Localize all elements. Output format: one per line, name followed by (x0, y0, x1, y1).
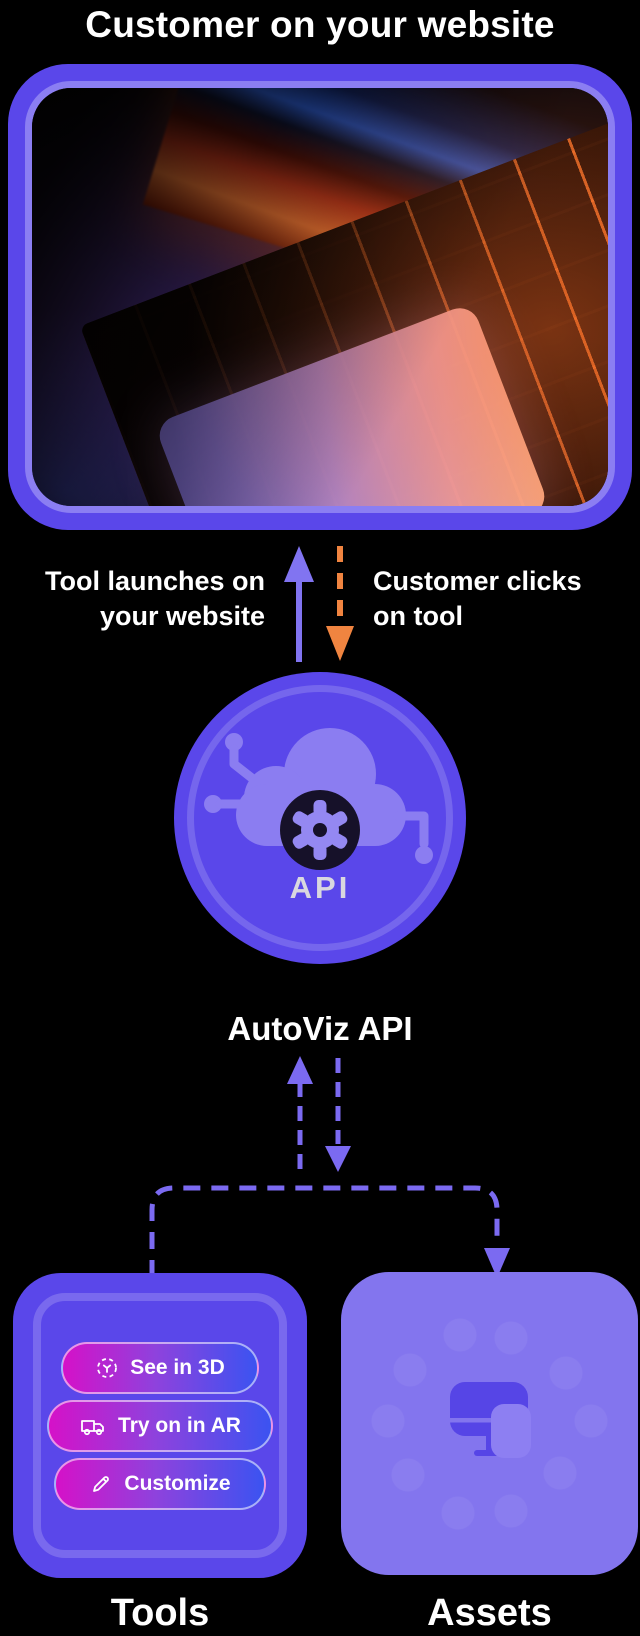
see-in-3d-button[interactable]: See in 3D (61, 1342, 259, 1394)
assets-label: Assets (427, 1592, 552, 1634)
photo-vignette (32, 88, 608, 506)
rotate-3d-icon (97, 1358, 118, 1378)
dashed-down-arrow-icon (325, 1058, 351, 1172)
label-customer-clicks: Customer clicks on tool (373, 564, 623, 634)
dashed-up-arrow-icon (287, 1056, 313, 1170)
page-title: Customer on your website (85, 4, 555, 45)
button-label: Customize (124, 1472, 231, 1495)
button-label: See in 3D (130, 1356, 225, 1379)
solid-up-arrow-icon (284, 546, 314, 662)
customize-button[interactable]: Customize (54, 1458, 266, 1510)
api-node: API (174, 672, 466, 964)
label-tool-launches-line2: your website (99, 601, 265, 631)
try-on-in-ar-button[interactable]: Try on in AR (47, 1400, 273, 1452)
label-customer-clicks-line1: Customer clicks (373, 566, 582, 596)
assets-box (341, 1272, 638, 1575)
dashed-split-connector (149, 1185, 510, 1278)
ar-van-icon (81, 1420, 104, 1436)
tools-button-list: See in 3D Try on in AR Customize (13, 1342, 307, 1510)
api-icon-label: API (289, 870, 351, 905)
label-customer-clicks-line2: on tool (373, 601, 463, 631)
website-photo-card (8, 64, 632, 530)
button-label: Try on in AR (118, 1414, 241, 1437)
laptop-photo (25, 81, 615, 513)
cloud-gear-api-icon (204, 728, 433, 870)
gear-icon (280, 790, 360, 870)
api-node-caption: AutoViz API (227, 1010, 413, 1047)
presentation-display-icon (449, 1382, 531, 1458)
dashed-orange-down-arrow-icon (326, 546, 354, 661)
label-tool-launches-line1: Tool launches on (44, 566, 265, 596)
tools-box: See in 3D Try on in AR Customize (13, 1273, 307, 1578)
tools-box-inner-border (33, 1293, 287, 1558)
tools-label: Tools (110, 1592, 210, 1634)
api-node-ring (187, 685, 453, 951)
label-tool-launches: Tool launches on your website (20, 564, 265, 634)
pencil-icon (93, 1476, 110, 1492)
